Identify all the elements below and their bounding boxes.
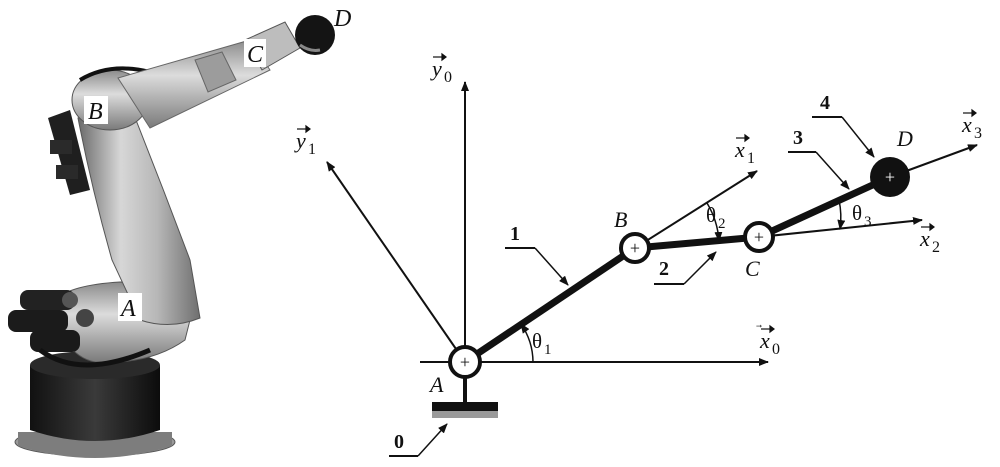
vector-overbars xyxy=(297,52,977,334)
svg-text:y: y xyxy=(430,56,442,81)
svg-text:x: x xyxy=(919,226,930,251)
svg-text:2: 2 xyxy=(932,239,940,256)
robot-upper-arm xyxy=(117,39,271,129)
link-2 xyxy=(634,233,760,252)
axis-x1 xyxy=(634,170,758,249)
ground-hatch xyxy=(432,411,498,418)
angle-arc-theta1 xyxy=(520,323,534,363)
ground-bar xyxy=(432,402,498,411)
label-x1: x 1 xyxy=(734,137,755,167)
svg-text:x: x xyxy=(734,137,745,162)
angle-arc-theta2 xyxy=(706,202,723,242)
svg-text:2: 2 xyxy=(718,216,726,232)
svg-text:y: y xyxy=(294,128,306,153)
label-joint-c: C xyxy=(745,256,760,281)
label-theta2: θ 2 xyxy=(706,203,726,232)
robot-base-skirt xyxy=(18,432,172,458)
joint-b: + xyxy=(619,232,651,264)
joint-b-symbol: + xyxy=(630,238,640,258)
photo-label-d: D xyxy=(333,6,351,32)
callout-link-2: 2 xyxy=(654,251,717,285)
svg-text:1: 1 xyxy=(510,223,520,245)
label-joint-b: B xyxy=(614,207,627,232)
label-theta1: θ 1 xyxy=(532,329,552,358)
svg-text:1: 1 xyxy=(544,342,552,358)
svg-text:θ: θ xyxy=(532,329,542,353)
svg-text:θ: θ xyxy=(706,203,716,227)
robot-motor-pack xyxy=(8,290,151,368)
end-effector-d: + xyxy=(870,157,910,197)
robot-illustration: C D B A xyxy=(8,6,351,458)
label-theta3: θ 3 xyxy=(852,201,872,230)
label-joint-a: A xyxy=(428,372,444,397)
robot-lower-arm xyxy=(77,99,201,325)
svg-text:3: 3 xyxy=(864,214,872,230)
photo-label-b: B xyxy=(88,99,103,125)
joint-a: + xyxy=(448,345,482,379)
svg-text:1: 1 xyxy=(747,150,755,167)
svg-text:2: 2 xyxy=(659,258,669,280)
svg-text:x: x xyxy=(961,112,972,137)
svg-text:0: 0 xyxy=(772,341,780,358)
label-joint-d: D xyxy=(896,126,913,151)
callout-link-3: 3 xyxy=(788,127,850,190)
callout-link-0: 0 xyxy=(389,423,448,457)
svg-text:x: x xyxy=(759,328,770,353)
svg-text:θ: θ xyxy=(852,201,862,225)
photo-label-a: A xyxy=(119,296,136,322)
link-1 xyxy=(463,245,637,365)
angle-arc-theta3 xyxy=(837,199,846,230)
axis-y1 xyxy=(326,161,466,363)
link-3 xyxy=(757,173,892,241)
label-x2: x 2 xyxy=(919,226,940,256)
svg-text:1: 1 xyxy=(308,141,316,158)
label-y0: y 0 xyxy=(430,56,452,86)
photo-label-c: C xyxy=(247,42,264,68)
svg-text:0: 0 xyxy=(394,431,404,453)
svg-text:3: 3 xyxy=(793,127,803,149)
robot-base-drum xyxy=(30,365,160,441)
callout-link-1: 1 xyxy=(505,223,569,286)
kinematic-schematic: + + + + x 0 ⃗ y 0 y 1 x 1 xyxy=(294,52,982,457)
label-y1: y 1 xyxy=(294,128,316,158)
joint-c: + xyxy=(743,221,775,253)
svg-text:3: 3 xyxy=(974,125,982,142)
svg-text:0: 0 xyxy=(444,69,452,86)
robot-end-effector-d xyxy=(295,15,335,55)
svg-text:4: 4 xyxy=(820,92,830,114)
joint-c-symbol: + xyxy=(754,227,764,247)
end-effector-d-symbol: + xyxy=(885,167,895,187)
label-x3: x 3 xyxy=(961,112,982,142)
joint-a-symbol: + xyxy=(460,352,470,372)
callout-link-4: 4 xyxy=(812,92,875,158)
